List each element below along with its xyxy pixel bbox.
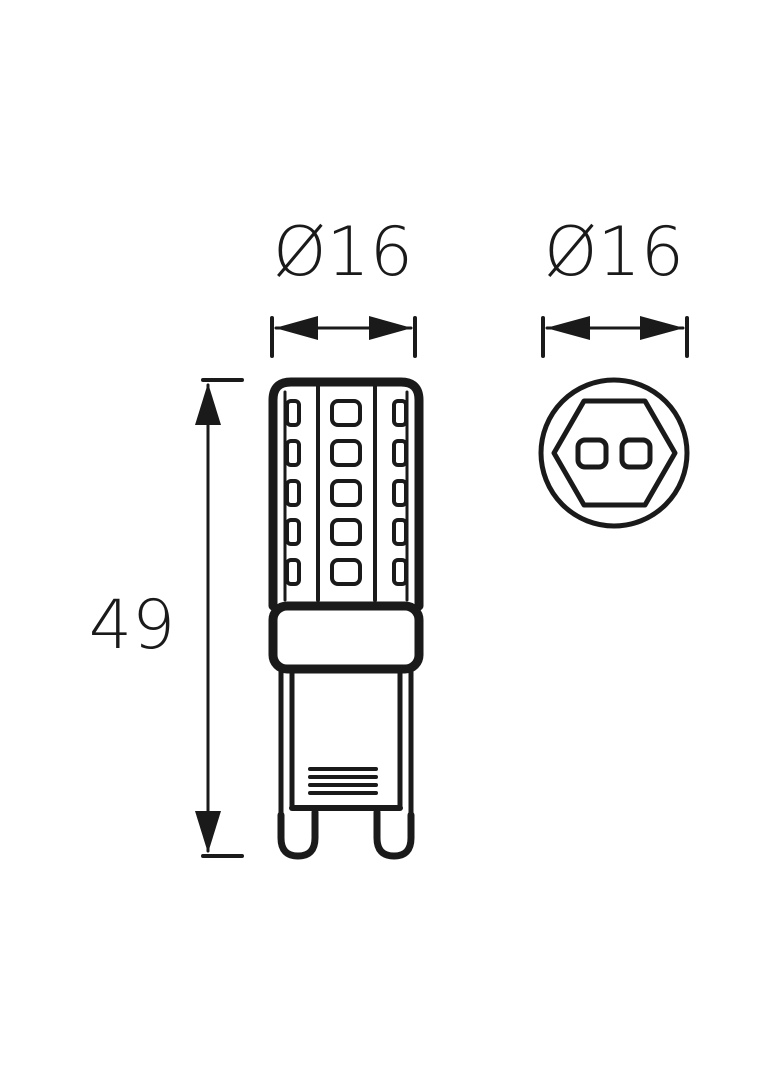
bulb-collar — [268, 601, 424, 674]
bulb-pins — [277, 808, 415, 860]
side-width-dimension: Ø16 — [270, 213, 417, 358]
pin-socket-right — [619, 437, 653, 470]
led-column-left — [285, 399, 301, 586]
top-diameter-label: Ø16 — [544, 213, 684, 292]
hexagon-outline — [551, 398, 678, 508]
bulb-top-view — [538, 377, 690, 529]
height-label: 49 — [89, 586, 176, 665]
bulb-side-view — [268, 377, 424, 860]
pin-socket-left — [575, 437, 609, 470]
top-diameter-dimension: Ø16 — [541, 213, 689, 358]
bulb-base — [278, 666, 414, 818]
led-column-center — [330, 399, 362, 586]
led-column-right — [392, 399, 408, 586]
height-dimension: 49 — [89, 378, 244, 858]
side-width-label: Ø16 — [273, 213, 413, 292]
